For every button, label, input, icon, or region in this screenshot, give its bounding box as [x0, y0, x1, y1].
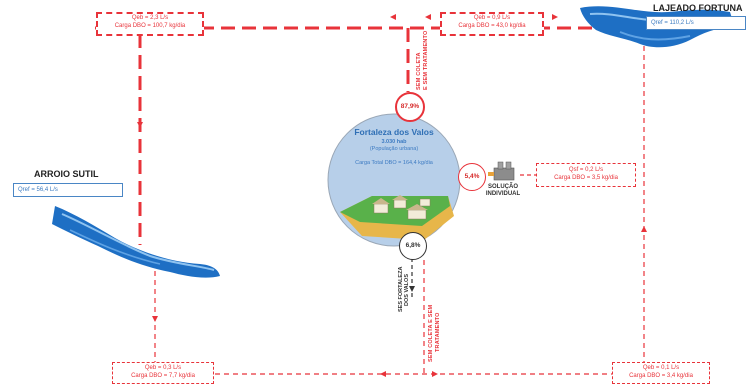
sem-coleta-label-line2: E SEM TRATAMENTO — [423, 30, 429, 90]
sem-coleta-label-line1: SEM COLETA — [416, 52, 422, 90]
arroio-sutil-river — [52, 206, 220, 278]
city-population: 3.030 hab — [381, 139, 407, 145]
flow-box-bottom-right: Qeb = 0,1 L/s Carga DBO = 3,4 kg/dia — [612, 362, 710, 384]
lajeado-fortuna-label: LAJEADO FORTUNA — [653, 3, 743, 13]
pct-solucao-individual: 5,4% — [458, 163, 486, 191]
arroio-sutil-label: ARROIO SUTIL — [34, 169, 99, 179]
flow-box-top-right: Qeb = 0,9 L/s Carga DBO = 43,0 kg/dia — [440, 12, 544, 36]
septic-tank-icon — [493, 167, 515, 181]
flow-box-top-left: Qeb = 2,3 L/s Carga DBO = 100,7 kg/dia — [96, 12, 204, 36]
city-population-note: (População urbana) — [369, 146, 419, 152]
ete-label-line2: DOS VALOS — [404, 274, 410, 306]
flow-box-bottom-left: Qeb = 0,3 L/s Carga DBO = 7,7 kg/dia — [112, 362, 214, 384]
city-name: Fortaleza dos Valos — [354, 127, 434, 137]
flow-box-solucao: Qsf = 0,2 L/s Carga DBO = 3,5 kg/dia — [536, 163, 636, 187]
pct-sem-coleta: 87,9% — [395, 92, 425, 122]
pct-ete: 6,8% — [399, 232, 427, 260]
city-total-load: Carga Total DBO = 164,4 kg/dia — [355, 160, 433, 166]
lajeado-fortuna-qref: Qref = 110,2 L/s — [646, 16, 746, 30]
bottom-sem-coleta-line2: TRATAMENTO — [435, 312, 441, 352]
solucao-individual-label: SOLUÇÃO INDIVIDUAL — [485, 184, 521, 197]
arroio-sutil-qref: Qref = 56,4 L/s — [13, 183, 123, 197]
bottom-sem-coleta-line1: SEM COLETA E SEM — [428, 304, 434, 362]
